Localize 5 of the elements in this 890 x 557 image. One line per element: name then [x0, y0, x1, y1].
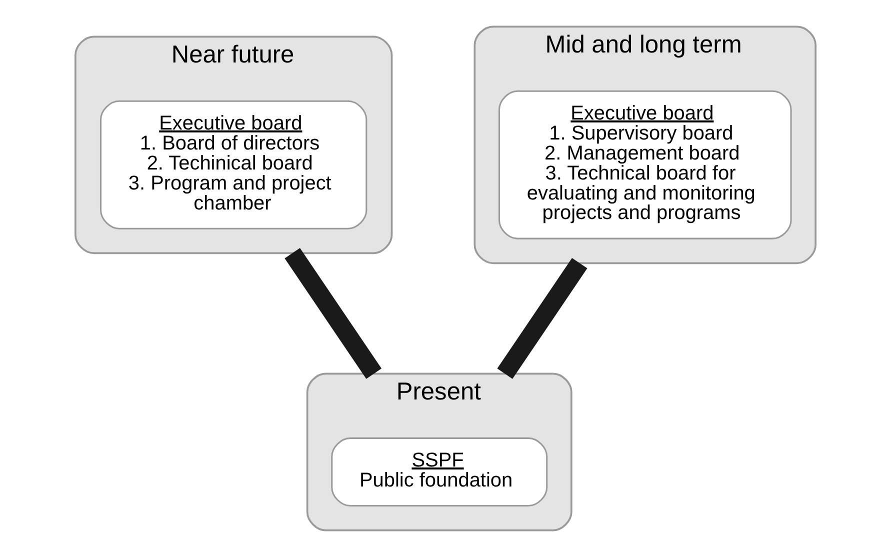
node-box: SSPF Public foundation	[330, 437, 548, 507]
node-box: Executive board 1. Supervisory board 2. Management board 3. Technical board for evaluating and monitoring projects and programs	[498, 90, 792, 240]
connector	[284, 248, 382, 379]
node-box: Executive board 1. Board of directors 2. Techinical board 3. Program and project chamber	[100, 100, 367, 230]
connector	[496, 258, 587, 379]
